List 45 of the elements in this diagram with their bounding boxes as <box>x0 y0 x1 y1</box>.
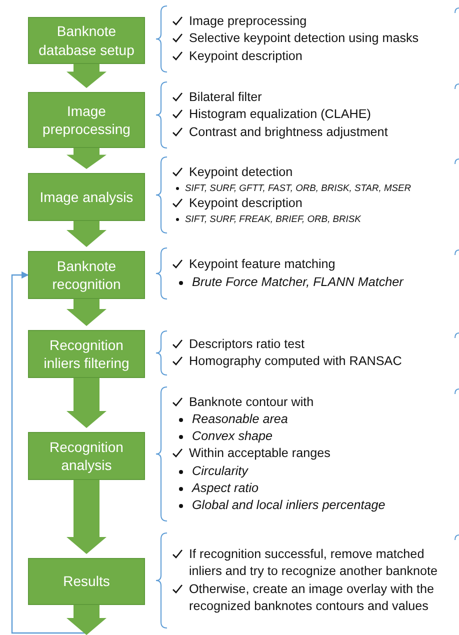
process-box <box>28 173 145 221</box>
list-item: Bilateral filter <box>189 89 262 106</box>
list-item: Brute Force Matcher, FLANN Matcher <box>192 274 404 290</box>
list-item: Global and local inliers percentage <box>192 496 386 514</box>
list-item: If recognition successful, remove matched inliers and try to recognize another banknote <box>189 546 439 580</box>
box-label: Results <box>63 572 110 591</box>
list-item: Circularity <box>192 462 248 480</box>
list-item: Banknote contour with <box>189 394 314 412</box>
box-label: Image analysis <box>40 188 134 206</box>
box-label: Image preprocessing <box>42 102 132 138</box>
list-item: Otherwise, create an image overlay with the recognized banknotes contours and values <box>189 580 435 615</box>
list-item: Keypoint feature matching <box>189 256 336 274</box>
block-arrow <box>66 378 106 428</box>
list-item: Keypoint description <box>189 48 302 65</box>
list-item: Reasonable area <box>192 411 288 428</box>
box-label: Banknote database setup <box>38 22 136 59</box>
box-label: Recognition inliers filtering <box>42 336 130 372</box>
list-item: Homography computed with RANSAC <box>189 353 402 370</box>
process-box <box>28 251 145 299</box>
process-box <box>28 17 145 64</box>
list-item: SIFT, SURF, FREAK, BRIEF, ORB, BRISK <box>185 212 361 226</box>
box-label: Recognition analysis <box>48 438 124 474</box>
list-item: Contrast and brightness adjustment <box>189 124 388 141</box>
list-item: Keypoint detection <box>189 164 293 181</box>
block-arrow <box>66 221 106 247</box>
list-item: Histogram equalization (CLAHE) <box>189 106 371 124</box>
process-box <box>28 432 145 480</box>
block-arrow <box>66 64 106 88</box>
block-arrow <box>66 299 106 326</box>
process-box <box>28 92 145 148</box>
list-item: Within acceptable ranges <box>189 445 330 462</box>
list-item: Aspect ratio <box>192 480 258 497</box>
list-item: Selective keypoint detection using masks <box>189 30 419 48</box>
block-arrow <box>66 148 106 169</box>
list-item: Image preprocessing <box>189 13 307 30</box>
list-item: SIFT, SURF, GFTT, FAST, ORB, BRISK, STAR, MSER <box>185 180 412 195</box>
list-item: Descriptors ratio test <box>189 336 304 353</box>
process-box <box>28 558 145 605</box>
process-box <box>28 330 145 378</box>
feedback-arrow <box>11 271 88 634</box>
block-arrow <box>66 480 106 554</box>
list-item: Keypoint description <box>189 195 302 212</box>
block-arrow <box>66 605 106 635</box>
list-item: Convex shape <box>192 428 273 446</box>
box-label: Banknote recognition <box>51 256 122 294</box>
